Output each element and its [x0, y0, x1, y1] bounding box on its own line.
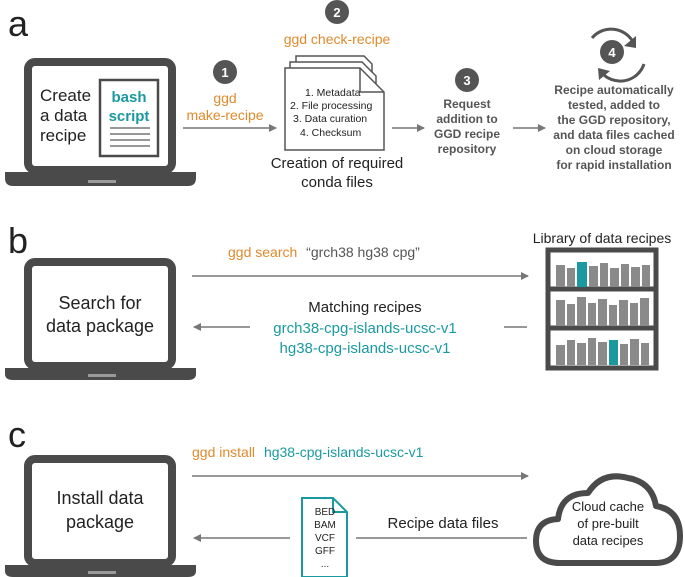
panel-a-letter: a [8, 3, 29, 44]
matching-label: Matching recipes [308, 299, 421, 316]
install-cmd-prefix: ggd install [192, 444, 255, 460]
cloud-icon [533, 473, 683, 566]
laptop-a-text-line3: recipe [40, 126, 86, 145]
laptop-c-line2: package [66, 512, 134, 532]
files-label: Recipe data files [388, 515, 499, 532]
step4-line6: for rapid installation [556, 158, 671, 172]
step3-circle [455, 68, 479, 92]
step3-line2: addition to [436, 112, 497, 126]
step3-line1: Request [443, 97, 490, 111]
checklist-item-3: 3. Data curation [293, 113, 367, 125]
cloud-line2: of pre-built [577, 516, 639, 531]
step1-cmd-line1: ggd [213, 90, 236, 106]
step4-line2: tested, added to [568, 98, 660, 112]
checklist-item-2: 2. File processing [290, 100, 372, 112]
bash-script-document-icon [98, 78, 160, 158]
laptop-b [5, 258, 196, 380]
highlighted-book-2 [609, 340, 618, 365]
step4-num: 4 [608, 45, 616, 60]
panel-a: a Create a data recipe bash script 1 ggd… [5, 0, 675, 191]
search-command: ggd search “grch38 hg38 cpg” [228, 244, 420, 260]
panel-b: b Search for data package ggd search “gr… [5, 220, 671, 380]
step2-num: 2 [333, 5, 340, 20]
cloud-line3: data recipes [573, 533, 644, 548]
laptop-a-text-line2: a data [40, 106, 88, 125]
panel-b-letter: b [8, 220, 28, 261]
step3-line3: GGD recipe [434, 127, 500, 141]
file-type-2: BAM [314, 520, 336, 531]
search-cmd-query: “grch38 hg38 cpg” [306, 244, 420, 260]
step1-circle [213, 60, 237, 84]
checklist-document-icon [284, 55, 385, 151]
result-1: grch38-cpg-islands-ucsc-v1 [273, 320, 456, 337]
file-type-4: GFF [315, 546, 335, 557]
step2-circle [325, 0, 349, 24]
file-type-5: ... [321, 559, 329, 570]
doc-line1: bash [111, 89, 146, 106]
checklist-item-4: 4. Checksum [300, 127, 362, 139]
search-cmd-prefix: ggd search [228, 244, 297, 260]
creation-line2: conda files [301, 174, 373, 191]
panel-c-letter: c [8, 414, 26, 455]
laptop-b-line1: Search for [58, 293, 141, 313]
step4-line1: Recipe automatically [554, 83, 674, 97]
install-command: ggd install hg38-cpg-islands-ucsc-v1 [192, 444, 424, 460]
creation-line1: Creation of required [271, 155, 404, 172]
checklist-item-1: 1. Metadata [305, 87, 361, 99]
laptop-base-a [5, 172, 196, 186]
step3-line4: repository [438, 142, 497, 156]
install-cmd-pkg: hg38-cpg-islands-ucsc-v1 [264, 444, 424, 460]
data-file-document-icon [301, 497, 348, 577]
step4-line4: and data files cached [553, 128, 674, 142]
step3-num: 3 [463, 73, 470, 88]
step4-line3: the GGD repository, [557, 113, 670, 127]
file-type-3: VCF [315, 533, 335, 544]
step4-circle [600, 40, 624, 64]
panel-c: c Install data package ggd install hg38-… [5, 414, 683, 577]
step4-line5: on cloud storage [566, 143, 663, 157]
refresh-cycle-icon [590, 27, 646, 83]
laptop-c [5, 455, 196, 577]
laptop-b-line2: data package [46, 316, 154, 336]
result-2: hg38-cpg-islands-ucsc-v1 [280, 340, 451, 357]
laptop-a-text-line1: Create [40, 86, 91, 105]
laptop-a [5, 58, 196, 186]
cloud-line1: Cloud cache [572, 499, 644, 514]
doc-line2: script [109, 108, 150, 125]
laptop-c-line1: Install data [56, 488, 144, 508]
laptop-screen-a [24, 58, 176, 174]
bookshelf-icon [545, 247, 659, 371]
highlighted-book-1 [577, 262, 587, 287]
step1-num: 1 [221, 65, 228, 80]
library-label: Library of data recipes [533, 230, 672, 246]
step1-cmd-line2: make-recipe [186, 107, 263, 123]
file-type-1: BED [315, 507, 336, 518]
step2-cmd: ggd check-recipe [284, 31, 391, 47]
